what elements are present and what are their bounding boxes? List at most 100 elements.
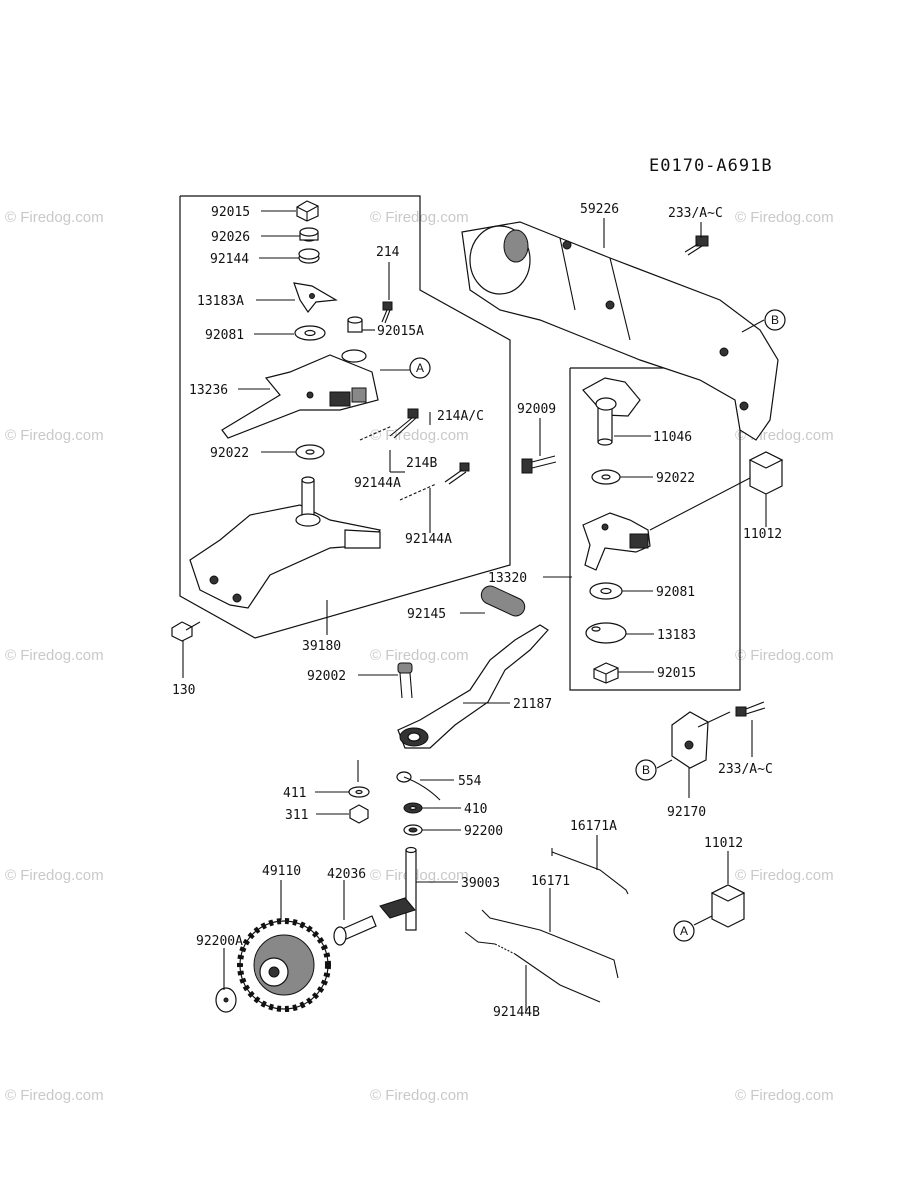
pn-label: 92081 [656,585,695,600]
watermark-15: © Firedog.com [735,1087,834,1104]
pn-label: 92022 [210,446,249,461]
pn-label: 11012 [743,527,782,542]
washer-411-drawing [348,786,370,798]
watermark-11: © Firedog.com [370,867,469,884]
callout-a-top: A [409,357,431,379]
washer-92081-right-drawing [589,582,623,600]
callout-b-top: B [764,309,786,331]
shaft-39003-drawing [379,846,417,931]
pn-label: 92026 [211,230,250,245]
pn-label: 92015 [657,666,696,681]
washer-92200A-drawing [215,987,237,1013]
pn-label: 13183A [197,294,244,309]
watermark-3: © Firedog.com [735,209,834,226]
lever-13320-drawing [582,512,651,571]
pn-label: 13320 [488,571,527,586]
lever-21187-drawing [397,624,549,749]
washer-92022-drawing [295,444,325,460]
cover-59226-drawing [461,221,779,441]
bolt-214B-drawing [444,462,470,485]
watermark-13: © Firedog.com [5,1087,104,1104]
watermark-2: © Firedog.com [370,209,469,226]
pn-label: 21187 [513,697,552,712]
pn-label: 92144A [405,532,452,547]
pn-label: 59226 [580,202,619,217]
pn-label: 92200A [196,934,243,949]
pn-label: 92002 [307,669,346,684]
spring-92144-drawing [298,248,320,264]
watermark-layer: © Firedog.com © Firedog.com © Firedog.co… [5,209,834,1104]
pn-label: 233/A~C [718,762,773,777]
pn-label: 42036 [327,867,366,882]
pn-label: 11046 [653,430,692,445]
bolt-214-drawing [381,301,393,324]
watermark-7: © Firedog.com [5,647,104,664]
holder-11012-lower-drawing [710,884,746,928]
pn-label: 13183 [657,628,696,643]
pn-label: 92022 [656,471,695,486]
pn-label: 92144A [354,476,401,491]
callout-a-bottom: A [673,920,695,942]
pn-label: 214B [406,456,437,471]
pn-label: 233/A~C [668,206,723,221]
governor-group-box [179,195,511,639]
bolt-233-top-drawing [684,235,709,256]
part-number-labels: 92015 92026 92144 214 13183A 92081 92015… [172,202,782,1020]
svg-text:A: A [416,361,424,375]
nut-92015-drawing [296,200,319,222]
watermark-12: © Firedog.com [735,867,834,884]
pn-label: 411 [283,786,306,801]
plate-13183-drawing [585,622,627,644]
bolt-214A-drawing [389,408,419,439]
watermark-5: © Firedog.com [370,427,469,444]
pn-label: 13236 [189,383,228,398]
pin-554-drawing [396,771,441,801]
watermark-10: © Firedog.com [5,867,104,884]
bracket-39180-drawing [189,476,381,609]
svg-text:B: B [642,763,650,777]
rod-16171-drawing [481,909,619,979]
collar-92015A-drawing [347,316,363,333]
pn-label: 39003 [461,876,500,891]
svg-text:A: A [680,924,688,938]
pn-label: 92200 [464,824,503,839]
watermark-1: © Firedog.com [5,209,104,226]
nut-92015-right-drawing [593,662,619,684]
pn-label: 92170 [667,805,706,820]
holder-11012-drawing [748,451,784,495]
washer-92022-right-drawing [591,469,621,485]
diagram-code: E0170-A691B [649,156,773,176]
leader-lines [182,210,767,1012]
pn-label: 92015 [211,205,250,220]
spring-92144A-drawing [359,425,437,501]
bolt-92009-drawing [521,455,557,474]
bracket-92170-drawing [671,711,709,769]
pn-label: 130 [172,683,195,698]
rod-16171A-drawing [551,848,629,895]
washer-410-drawing [403,802,423,814]
bolt-92002-drawing [397,662,413,699]
bolt-233-right-drawing [735,701,766,717]
pn-label: 11012 [704,836,743,851]
pn-label: 92144B [493,1005,540,1020]
pn-label: 214A/C [437,409,484,424]
pn-label: 311 [285,808,308,823]
lever-13236-drawing [221,349,379,439]
shaft-42036-drawing [333,915,377,946]
callout-b-bottom: B [635,759,657,781]
svg-text:B: B [771,313,779,327]
spring-92145-drawing [480,585,526,617]
pn-label: 49110 [262,864,301,879]
pn-label: 554 [458,774,482,789]
nut-311-drawing [349,804,369,824]
washer-92200-drawing [403,824,423,836]
pn-label: 410 [464,802,487,817]
washer-92081-drawing [294,325,326,341]
shaft-11046-drawing [582,377,641,446]
pn-label: 16171 [531,874,570,889]
pn-label: 214 [376,245,400,260]
bolt-130-drawing [171,621,201,642]
pn-label: 16171A [570,819,617,834]
